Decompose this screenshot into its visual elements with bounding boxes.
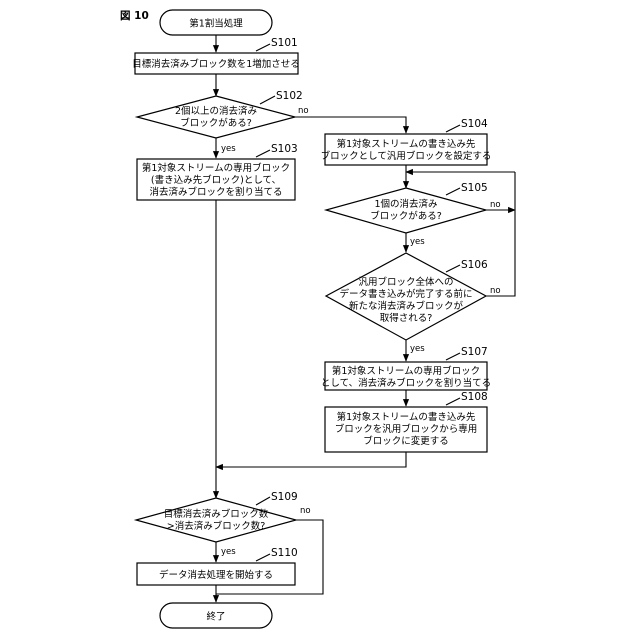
s101-line-1: 目標消去済みブロック数を1増加させる [132, 58, 300, 70]
s109-no-label: no [300, 506, 311, 516]
s109-id: S109 [271, 491, 298, 503]
s107-line-1: 第1対象ストリームの専用ブロック [332, 365, 480, 377]
s103-line-3: 消去済みブロックを割り当てる [149, 186, 282, 198]
s109-line-2: >消去済みブロック数? [167, 520, 266, 532]
s106-id: S106 [461, 259, 488, 271]
s102-id: S102 [276, 90, 303, 102]
s102-line-2: ブロックがある? [180, 117, 252, 129]
s106-line-4: 取得される? [380, 312, 433, 324]
s107-id: S107 [461, 346, 488, 358]
s110-line-1: データ消去処理を開始する [159, 569, 273, 581]
figure-label: 図 10 [120, 10, 149, 22]
step-s110: データ消去処理を開始する S110 [137, 547, 298, 585]
decision-s105: 1個の消去済み ブロックがある? S105 yes no [326, 182, 501, 247]
s101-id: S101 [271, 37, 298, 49]
s108-line-2: ブロックを汎用ブロックから専用 [335, 423, 478, 435]
s108-line-3: ブロックに変更する [363, 435, 449, 447]
s106-line-2: データ書き込みが完了する前に [339, 288, 472, 300]
s102-no-label: no [298, 106, 309, 116]
end-terminal: 終了 [160, 603, 272, 628]
s108-id: S108 [461, 391, 488, 403]
s109-yes-label: yes [221, 547, 236, 557]
s102-yes-label: yes [221, 144, 236, 154]
s106-no-label: no [490, 286, 501, 296]
s105-yes-label: yes [410, 237, 425, 247]
s106-line-1: 汎用ブロック全体への [358, 276, 453, 288]
s103-id: S103 [271, 143, 298, 155]
s104-line-2: ブロックとして汎用ブロックを設定する [321, 150, 492, 162]
s105-no-label: no [490, 200, 501, 210]
s110-id: S110 [271, 547, 298, 559]
s108-line-1: 第1対象ストリームの書き込み先 [337, 411, 476, 423]
s105-id: S105 [461, 182, 488, 194]
s103-line-1: 第1対象ストリームの専用ブロック [142, 162, 290, 174]
start-label: 第1割当処理 [189, 18, 243, 30]
s106-yes-label: yes [410, 344, 425, 354]
s107-line-2: として、消去済みブロックを割り当てる [321, 377, 491, 389]
s109-line-1: 目標消去済みブロック数 [164, 508, 269, 520]
end-label: 終了 [206, 611, 225, 623]
s104-id: S104 [461, 118, 488, 130]
s103-line-2: (書き込み先ブロック)として、 [151, 174, 281, 186]
decision-s106: 汎用ブロック全体への データ書き込みが完了する前に 新たな消去済みブロックが 取… [326, 253, 501, 354]
step-s103: 第1対象ストリームの専用ブロック (書き込み先ブロック)として、 消去済みブロッ… [137, 143, 298, 200]
start-terminal: 第1割当処理 [160, 10, 272, 35]
s104-line-1: 第1対象ストリームの書き込み先 [337, 138, 476, 150]
s102-line-1: 2個以上の消去済み [175, 105, 257, 117]
s105-line-1: 1個の消去済み [374, 198, 437, 210]
s106-line-3: 新たな消去済みブロックが [349, 300, 464, 312]
s105-line-2: ブロックがある? [370, 210, 442, 222]
